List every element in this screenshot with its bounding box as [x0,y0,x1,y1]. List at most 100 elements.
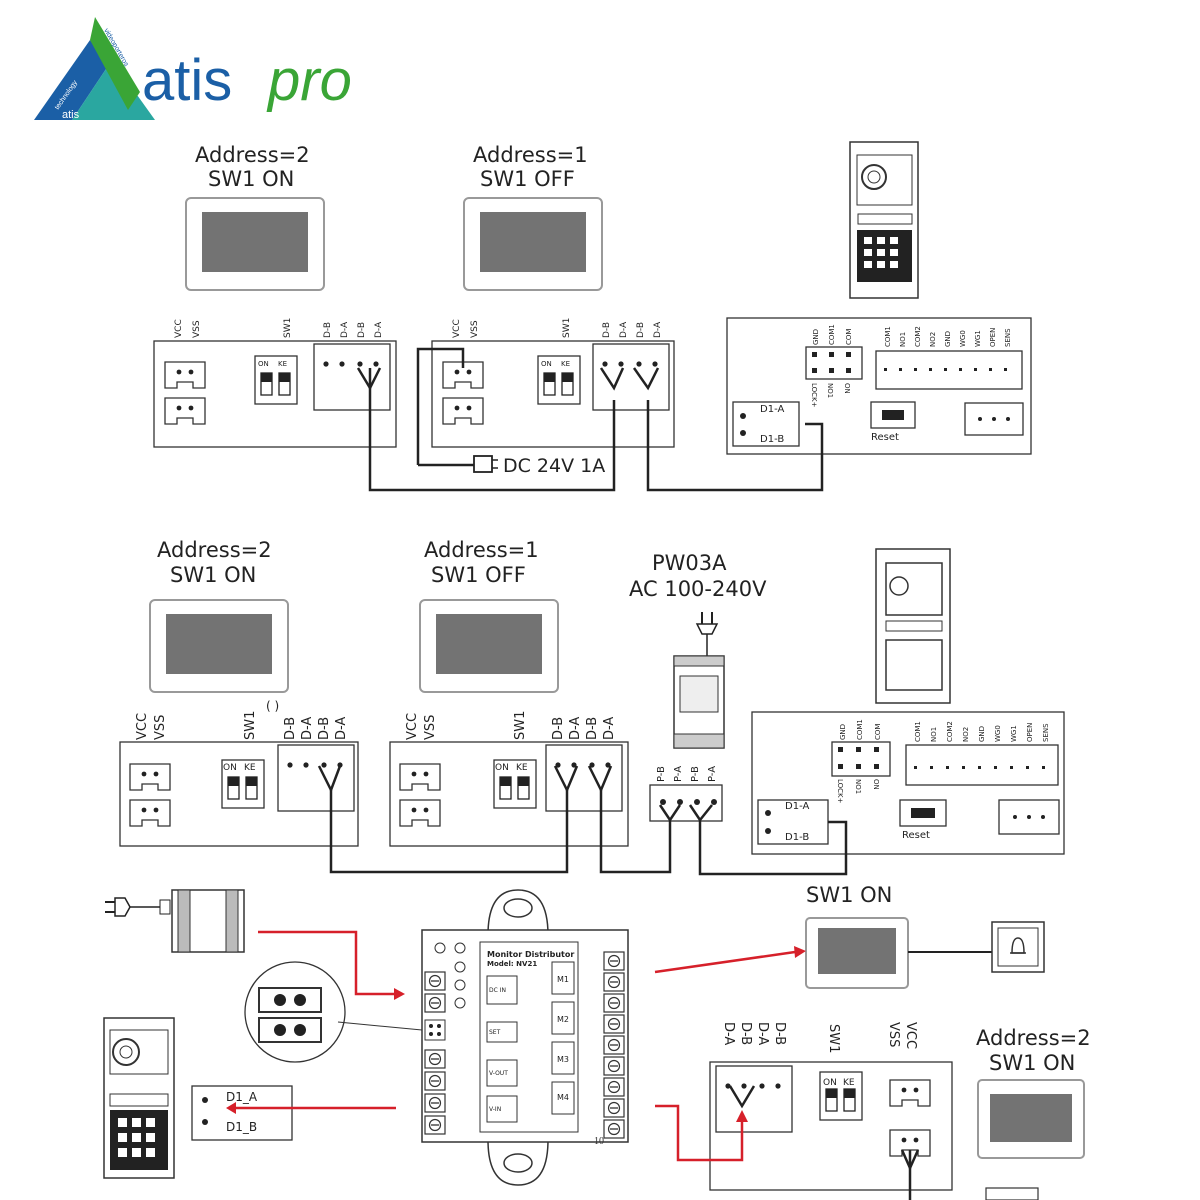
d3-port-dcin: DC IN [489,987,506,994]
d2-r-da1: D-A [568,717,583,740]
d2-bus-a: D1-A [785,801,809,812]
d1-io-pin [1004,368,1007,371]
d3-distributor-model: Model: NV21 [487,960,537,968]
d2-bus-b: D1-B [785,832,809,843]
d2-psu-pa2: P-A [707,766,718,782]
d2-io-pin [962,766,965,769]
d3-d1a-label: D1_A [226,1090,258,1104]
d2-io-pin [1042,766,1045,769]
d1-bus-b: D1-B [760,434,784,445]
d3-door-terminal [191,1085,293,1141]
d2-paren-mark: ( ) [266,699,279,713]
d1-io-label-open: OPEN [989,328,997,347]
d2-l-sw1: SW1 [243,711,258,740]
d1-gnd: GND [812,329,820,345]
d3-power-adapter [105,889,245,953]
d2-r-db2: D-B [585,717,600,740]
d2-io-label-wg1: WG1 [1010,725,1018,742]
d1-io-label-com1: COM1 [884,326,892,347]
d1-on: ON [843,383,851,394]
d1-io-pin [959,368,962,371]
d2-wire-bus-3 [698,820,848,876]
d2-lock: LOCK+ [836,779,844,804]
d1-l-vcc: VCC [174,319,184,338]
d2-io-pin [946,766,949,769]
d2-psu-model: PW03A [652,551,727,575]
d1-l-dip-ke: KE [278,360,287,368]
d1-r-dip-on: ON [541,360,552,368]
d2-r-vss: VSS [423,715,438,740]
d3-out-m2: M2 [557,1015,569,1024]
d1-wire-bus-1 [368,368,616,492]
d3-bottom-switch: SW1 ON [989,1051,1075,1075]
d2-psu-pb2: P-B [690,766,701,782]
d2-l-db2: D-B [317,717,332,740]
d1-wire-power [416,347,465,465]
d3-vcc: VCC [903,1022,918,1049]
d2-io-label-sens: SENS [1042,723,1050,742]
d3-dip-on: ON [823,1078,837,1088]
d1-io-pin [914,368,917,371]
d1-reset-label: Reset [871,432,899,443]
d2-l-vcc: VCC [135,713,150,740]
d1-l-dip-on: ON [258,360,269,368]
d1-power-plug [473,455,493,473]
d1-bus-a: D1-A [760,404,784,415]
d3-outdoor-station [103,1017,175,1179]
d2-io-label-gnd: GND [978,726,986,742]
d1-r-vss: VSS [470,320,480,338]
d1-io-pin [929,368,932,371]
d1-r-sw1: SW1 [562,318,572,338]
d3-out-m3: M3 [557,1055,569,1064]
d2-l-dip-on: ON [223,763,237,773]
d1-io-label-com2: COM2 [914,326,922,347]
d1-io-label-wg1: WG1 [974,330,982,347]
d2-io-label-no1: NO1 [930,727,938,742]
d2-power-supply [673,612,725,749]
d2-l-db1: D-B [283,717,298,740]
d3-da2: D-A [721,1022,736,1045]
d3-bottom-address: Address=2 [976,1026,1091,1050]
d3-distributor-title: Monitor Distributor [487,950,574,959]
d2-psu-pb1: P-B [656,766,667,782]
d2-left-switch: SW1 ON [170,563,256,587]
d1-io-pin [899,368,902,371]
d3-d1b-label: D1_B [226,1120,257,1134]
d1-bus-terminal [732,401,800,447]
d2-io-pin [930,766,933,769]
diagram-2: Address=2 SW1 ON Address=1 SW1 OFF PW03A… [119,538,1065,876]
d2-psu-input: AC 100-240V [629,577,767,601]
d2-wire-bus-2 [599,790,672,874]
d1-l-da2: D-A [374,321,384,338]
diagram-3: Monitor Distributor Model: NV21 DC IN SE… [103,883,1091,1200]
d2-no1: NO1 [854,779,862,794]
logo-brand-atis: atis [142,48,232,113]
d2-wire-bus-1 [329,790,569,874]
d2-bus-terminal [757,799,829,845]
d2-r-dip-ke: KE [516,763,528,773]
d3-da1: D-A [755,1022,770,1045]
d1-io-pin [989,368,992,371]
logo-mark-right [90,17,140,110]
d1-r-da2: D-A [653,321,663,338]
d2-io-label-wg0: WG0 [994,725,1002,742]
d2-l-vss: VSS [153,715,168,740]
d2-io-pin [1026,766,1029,769]
logo-seal-text-3: atis [62,109,80,121]
d2-outdoor-station [875,548,951,704]
d3-out-m1: M1 [557,975,569,984]
bell-icon [991,921,1045,973]
d2-com1: COM1 [856,719,864,740]
d1-monitor-right [463,197,603,291]
d2-gnd: GND [839,724,847,740]
d3-sw1: SW1 [826,1024,841,1053]
logo-mark-left [34,40,108,120]
d1-com: COM [845,329,853,345]
d1-r-da1: D-A [619,321,629,338]
d1-io-pin [944,368,947,371]
d3-db1: D-B [772,1022,787,1045]
d1-r-vcc: VCC [452,319,462,338]
d1-l-vss: VSS [192,320,202,338]
d1-r-db1: D-B [602,322,612,338]
d1-io-label-no2: NO2 [929,332,937,347]
